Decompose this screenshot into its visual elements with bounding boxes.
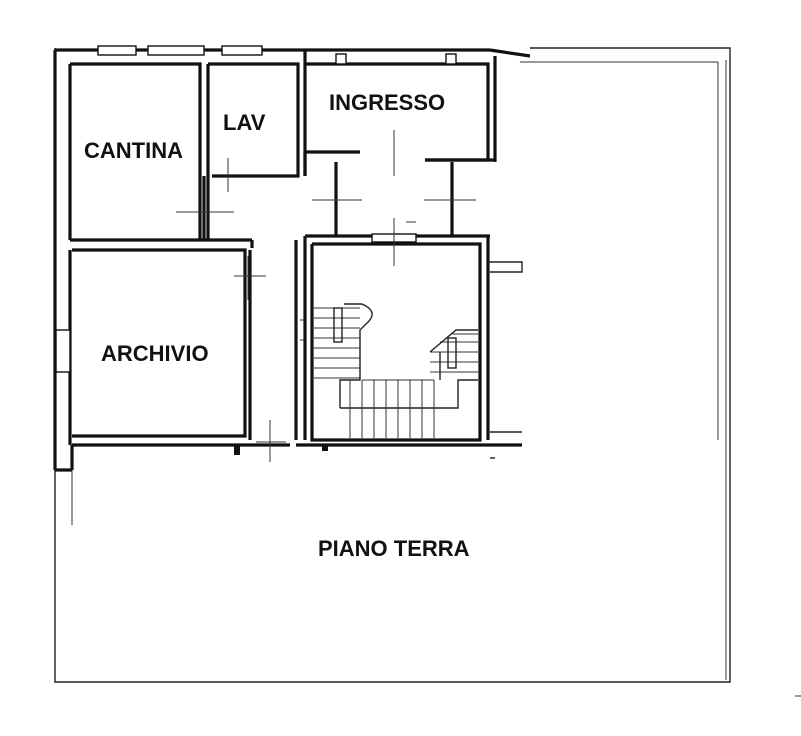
- room-label-cantina: CANTINA: [84, 138, 183, 163]
- plan-title: PIANO TERRA: [318, 536, 470, 561]
- staircase: [314, 303, 478, 438]
- room-label-ingresso: INGRESSO: [329, 90, 446, 115]
- room-label-archivio: ARCHIVIO: [101, 341, 209, 366]
- room-label-lav: LAV: [223, 110, 266, 135]
- door-marks: [176, 130, 801, 697]
- building-walls: [53, 48, 531, 472]
